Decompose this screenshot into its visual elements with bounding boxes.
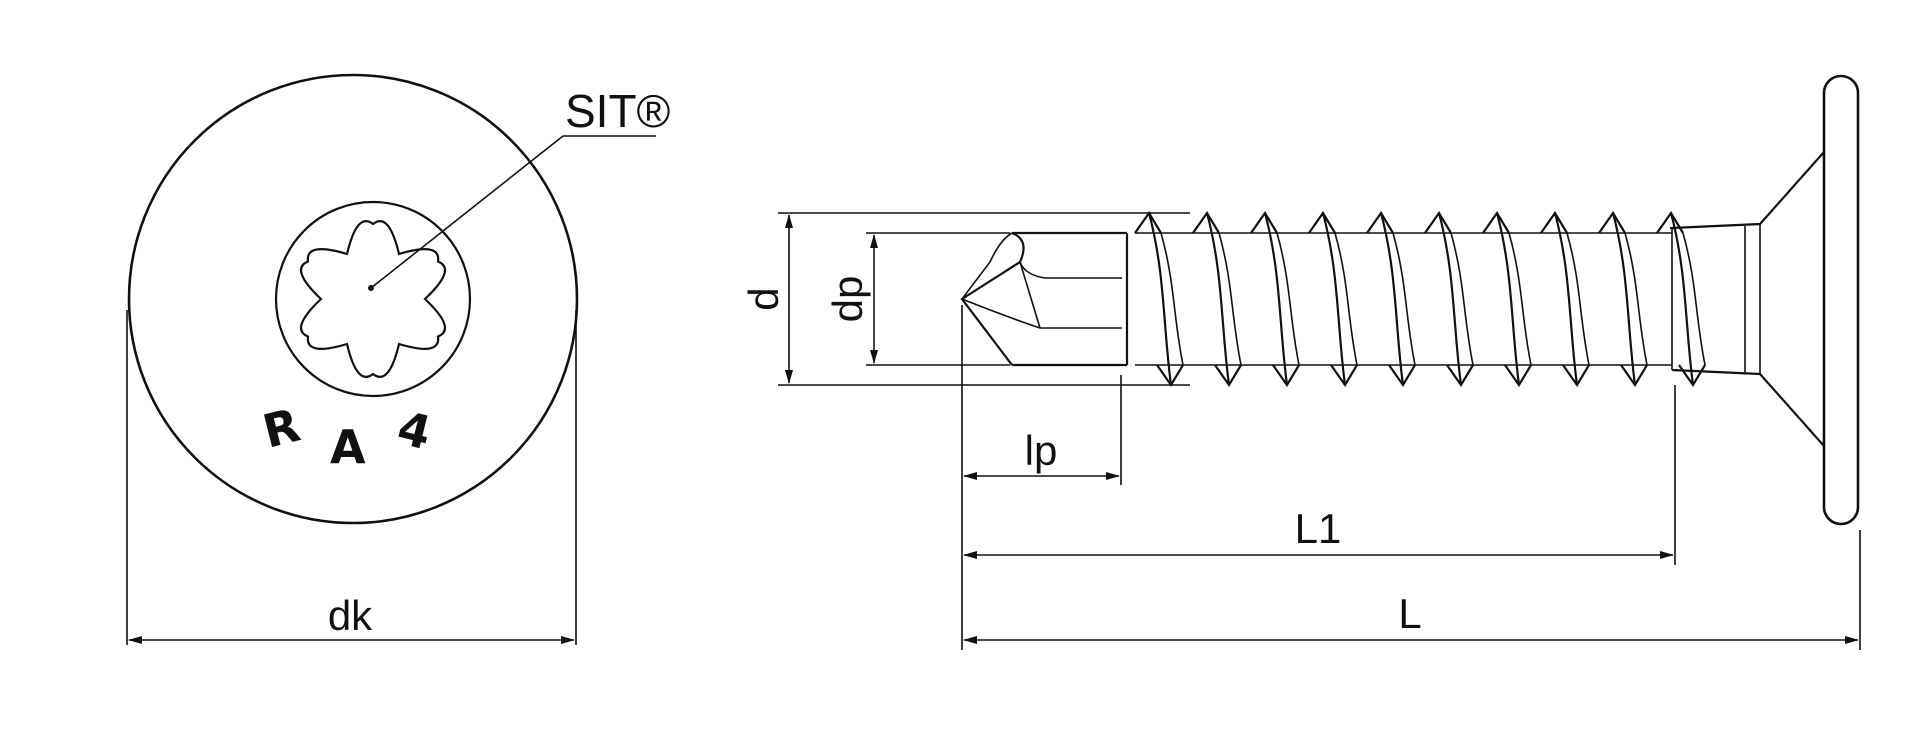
- flute-edge: [1019, 261, 1041, 329]
- drive-leader: SIT®: [368, 85, 671, 291]
- thread-helix: [1437, 212, 1463, 386]
- thread-helix-root: [1682, 232, 1706, 366]
- thread-helix-root: [1624, 232, 1648, 366]
- dimension-label-d: d: [740, 287, 787, 310]
- thread-helix: [1611, 212, 1637, 386]
- thread-helix-root: [1566, 232, 1590, 366]
- thread-helix: [1321, 212, 1347, 386]
- thread-crest-top: [1250, 210, 1278, 234]
- leader-line: [370, 135, 564, 289]
- thread-helix: [1553, 212, 1579, 386]
- countersink-top: [1671, 151, 1825, 230]
- screw-head: [1671, 74, 1860, 526]
- head-marking-letter: 4: [392, 400, 436, 460]
- thread-crest-top: [1308, 210, 1336, 234]
- dimension-d: d: [740, 212, 1190, 386]
- thread-helix: [1263, 212, 1289, 386]
- thread-crest-top: [1598, 210, 1626, 234]
- thread-crest-top: [1134, 210, 1162, 234]
- thread-helix: [1147, 212, 1173, 386]
- drive-recess-outer: [274, 200, 472, 398]
- thread-crest-top: [1192, 210, 1220, 234]
- head-flange: [1822, 74, 1860, 526]
- dimension-lp: lp: [961, 305, 1122, 650]
- thread-helix-root: [1218, 232, 1242, 366]
- screw-shank: [1670, 226, 1746, 372]
- head-top-view: SIT® R A 4 dk: [126, 73, 671, 645]
- thread-crest-top: [1366, 210, 1394, 234]
- thread-helix-root: [1334, 232, 1358, 366]
- leader-dot: [368, 285, 374, 291]
- drill-point: [960, 231, 1129, 367]
- thread-helix: [1205, 212, 1231, 386]
- flute-top: [1019, 261, 1122, 279]
- thread-crest-top: [1482, 210, 1510, 234]
- dimension-label-lp: lp: [1025, 427, 1058, 474]
- point-tip-outline: [960, 231, 1025, 366]
- thread-helix: [1379, 212, 1405, 386]
- thread-crest-top: [1540, 210, 1568, 234]
- drive-lobes: [299, 220, 447, 378]
- dimension-label-dp: dp: [824, 276, 871, 323]
- thread-crest-top: [1656, 210, 1684, 234]
- head-marking-letter: A: [330, 420, 366, 474]
- dimension-label-L: L: [1398, 590, 1421, 637]
- drive-label: SIT®: [565, 85, 671, 137]
- thread-helix: [1669, 212, 1695, 386]
- thread-helix-root: [1276, 232, 1300, 366]
- thread-crest-top: [1424, 210, 1452, 234]
- thread-helix-root: [1508, 232, 1532, 366]
- dimension-L1: L1: [963, 385, 1676, 565]
- head-outline: [127, 73, 579, 525]
- dimension-dp: dp: [824, 232, 1010, 366]
- thread-helix: [1495, 212, 1521, 386]
- head-marking-letter: R: [258, 398, 305, 459]
- dimension-dk: dk: [126, 310, 577, 645]
- dimension-label-L1: L1: [1295, 505, 1342, 552]
- screw-side-view: d dp lp L1 L: [740, 74, 1861, 650]
- thread-section: [1134, 210, 1706, 388]
- thread-helix-root: [1160, 232, 1184, 366]
- flute-bottom: [961, 298, 1122, 329]
- thread-helix-root: [1392, 232, 1416, 366]
- thread-helix-root: [1450, 232, 1474, 366]
- head-marking: R A 4: [258, 398, 437, 474]
- dimension-L: L: [963, 530, 1861, 650]
- drive-recess: [274, 200, 472, 398]
- point-tip-inner: [961, 232, 1013, 300]
- drive-lobe-profile: [299, 220, 447, 378]
- dimension-label-dk: dk: [328, 592, 373, 639]
